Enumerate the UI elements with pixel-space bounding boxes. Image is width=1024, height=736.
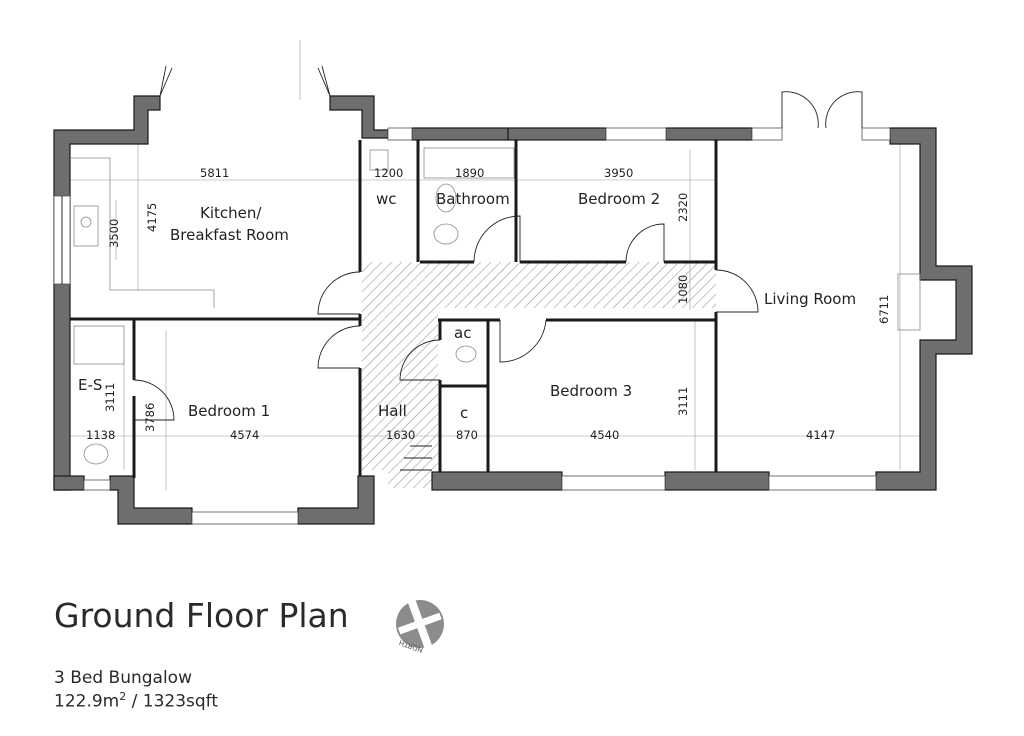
dim-c-width: 870 bbox=[456, 428, 478, 442]
dim-es-depth: 3111 bbox=[103, 383, 117, 412]
dim-wc-width: 1200 bbox=[374, 166, 403, 180]
dim-kitchen-width: 5811 bbox=[200, 166, 229, 180]
area-suffix: / 1323sqft bbox=[126, 691, 219, 712]
room-label-kitchen-2: Breakfast Room bbox=[170, 226, 289, 244]
dim-corridor-depth: 1080 bbox=[676, 275, 690, 304]
dim-living-width: 4147 bbox=[806, 428, 835, 442]
dim-bed2-depth: 2320 bbox=[676, 193, 690, 222]
room-label-hall: Hall bbox=[378, 402, 407, 420]
dim-bed2-width: 3950 bbox=[604, 166, 633, 180]
dim-bed1-width: 4574 bbox=[230, 428, 259, 442]
dim-hall-width: 1630 bbox=[386, 428, 415, 442]
plan-area: 122.9m2 / 1323sqft bbox=[54, 690, 218, 712]
circulation-hatch bbox=[362, 262, 716, 488]
room-label-bathroom: Bathroom bbox=[436, 190, 510, 208]
dimension-lines bbox=[70, 40, 936, 490]
room-label-ac: ac bbox=[454, 324, 471, 342]
doors bbox=[133, 65, 863, 471]
room-label-bedroom-3: Bedroom 3 bbox=[550, 382, 632, 400]
windows bbox=[53, 127, 891, 525]
floor-plan: Kitchen/ Breakfast Room wc Bathroom Bedr… bbox=[53, 40, 973, 525]
dim-living-depth: 6711 bbox=[877, 295, 891, 324]
room-label-wc: wc bbox=[376, 190, 397, 208]
room-label-c: c bbox=[460, 404, 468, 422]
dim-bath-width: 1890 bbox=[455, 166, 484, 180]
room-label-es: E-S bbox=[78, 376, 102, 394]
dim-bed3-width: 4540 bbox=[590, 428, 619, 442]
room-label-kitchen: Kitchen/ bbox=[200, 204, 262, 222]
dim-kitchen-depth: 4175 bbox=[145, 203, 159, 232]
area-value: 122.9m bbox=[54, 691, 120, 712]
area-exponent: 2 bbox=[119, 690, 127, 703]
north-compass-icon: NORTH bbox=[396, 600, 444, 654]
dim-bed1-depth: 3786 bbox=[143, 403, 157, 432]
plan-subtitle: 3 Bed Bungalow bbox=[54, 668, 192, 688]
dimension-labels: 5811 4175 3500 1200 1890 3950 2320 1080 … bbox=[86, 166, 891, 442]
dim-kitchen-worktop: 3500 bbox=[107, 219, 121, 248]
room-label-bedroom-1: Bedroom 1 bbox=[188, 402, 270, 420]
plan-title: Ground Floor Plan bbox=[54, 596, 349, 635]
partitions bbox=[70, 140, 718, 478]
room-label-living-room: Living Room bbox=[764, 290, 856, 308]
room-label-bedroom-2: Bedroom 2 bbox=[578, 190, 660, 208]
dim-es-width: 1138 bbox=[86, 428, 115, 442]
dim-bed3-depth: 3111 bbox=[676, 387, 690, 416]
fixtures bbox=[70, 147, 921, 465]
external-walls bbox=[53, 95, 973, 525]
room-labels: Kitchen/ Breakfast Room wc Bathroom Bedr… bbox=[78, 190, 856, 422]
